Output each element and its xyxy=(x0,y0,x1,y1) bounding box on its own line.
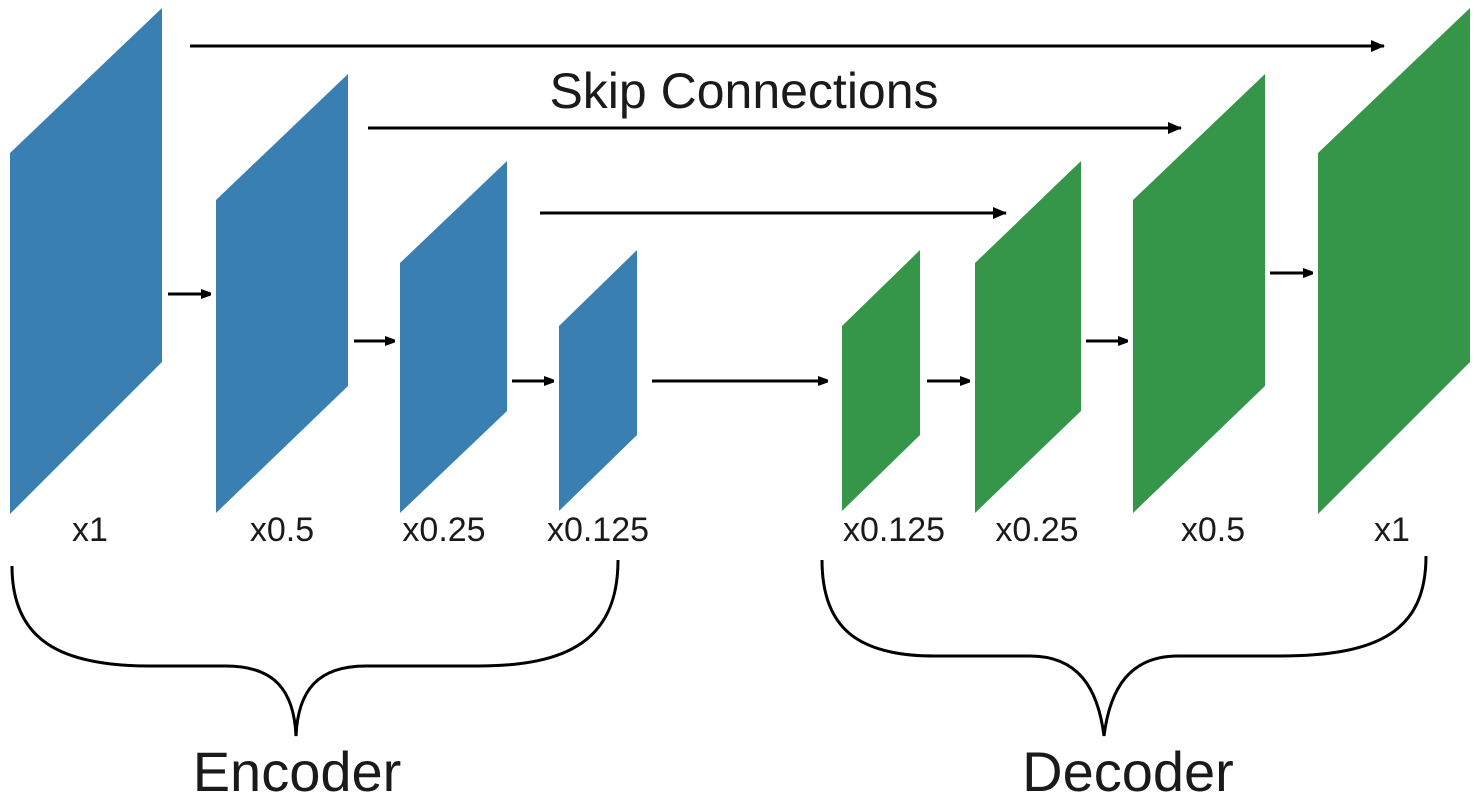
encoder-blocks xyxy=(10,8,637,514)
encoder-label: Encoder xyxy=(193,740,402,803)
decoder-block-x1 xyxy=(1318,8,1470,514)
encoder-brace xyxy=(10,559,620,737)
decoder-scale-labels: x0.125 x0.25 x0.5 x1 xyxy=(843,511,1410,549)
encoder-block-x0.125 xyxy=(559,250,637,511)
encoder-block-x1 xyxy=(10,8,162,514)
braces xyxy=(10,555,1428,737)
skip-arrows xyxy=(190,40,1385,219)
forward-arrows xyxy=(168,273,1312,381)
decoder-blocks xyxy=(842,8,1470,514)
decoder-scale-label: x1 xyxy=(1374,511,1410,549)
decoder-block-x0.25 xyxy=(975,161,1081,513)
encoder-scale-label: x0.25 xyxy=(402,511,485,549)
encoder-block-x0.5 xyxy=(216,74,348,513)
decoder-block-x0.5 xyxy=(1133,74,1265,513)
encoder-scale-labels: x1 x0.5 x0.25 x0.125 xyxy=(72,511,649,549)
encoder-scale-label: x0.5 xyxy=(250,511,314,549)
decoder-label: Decoder xyxy=(1022,740,1234,803)
encoder-scale-label: x0.125 xyxy=(547,511,649,549)
decoder-brace xyxy=(820,555,1428,737)
skip-connections-label: Skip Connections xyxy=(549,63,938,119)
encoder-scale-label: x1 xyxy=(72,511,108,549)
decoder-scale-label: x0.25 xyxy=(995,511,1078,549)
encoder-block-x0.25 xyxy=(400,161,507,513)
decoder-scale-label: x0.5 xyxy=(1181,511,1245,549)
decoder-scale-label: x0.125 xyxy=(843,511,945,549)
decoder-block-x0.125 xyxy=(842,250,920,511)
